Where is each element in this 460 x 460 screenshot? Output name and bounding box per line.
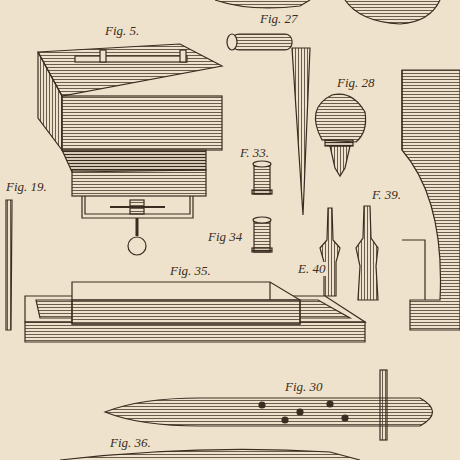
figure-label: Fig. 27	[258, 12, 300, 26]
figure-label: F. 39.	[370, 188, 403, 202]
spool	[252, 161, 272, 194]
tool-handle	[105, 370, 433, 440]
figure-label: Fig. 28	[335, 76, 377, 90]
figure-label: Fig. 30	[283, 380, 325, 394]
partial-figure-top	[215, 0, 440, 24]
figure-label: Fig. 35.	[168, 264, 213, 278]
figure-label: Fig. 19.	[4, 180, 49, 194]
small-punch	[320, 208, 340, 296]
partial-figure-right	[402, 70, 460, 330]
small-punch	[356, 206, 378, 300]
press	[38, 44, 222, 255]
figure-label: Fig. 36.	[108, 436, 153, 450]
figure-label: Fig. 5.	[103, 24, 141, 38]
rod	[6, 200, 12, 330]
spool	[252, 217, 272, 252]
tray	[25, 282, 365, 342]
awl-tool	[227, 34, 310, 215]
figure-label: E. 40	[296, 262, 327, 276]
figure-label: Fig 34	[206, 230, 244, 244]
figure-label: F. 33.	[238, 146, 271, 160]
partial-figure-bottom	[60, 449, 360, 460]
handle-punch	[315, 94, 365, 176]
